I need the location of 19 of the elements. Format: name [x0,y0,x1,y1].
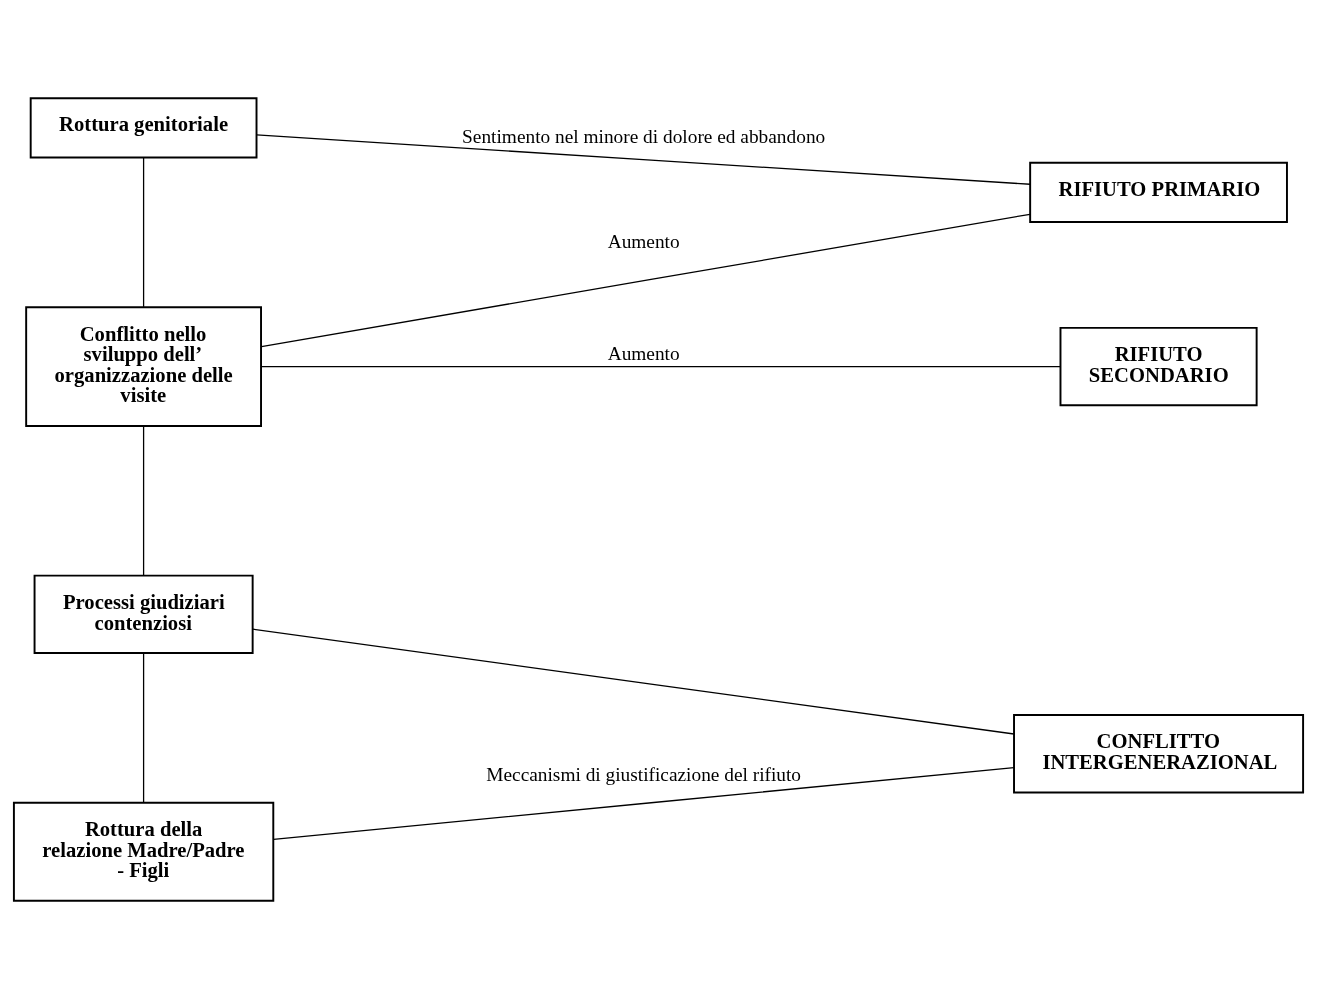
edge-label: Aumento [607,343,680,365]
node-box: Rottura della relazione Madre/Padre - Figli [12,801,275,902]
connector [252,628,1015,735]
node-box: RIFIUTO SECONDARIO [1059,326,1258,407]
node-box: Processi giudiziari contenziosi [33,574,254,655]
connector [255,134,1031,185]
node-box: Rottura genitoriale [29,97,258,159]
edge-label: Sentimento nel minore di dolore ed abbandono [462,126,826,148]
connector [273,766,1015,840]
edge-label: Aumento [607,230,680,252]
node-box: Conflitto nello sviluppo dell’ organizzazione delle visite [25,306,262,427]
connector [142,156,145,308]
node-box: RIFIUTO PRIMARIO [1029,161,1288,223]
node-box: CONFLITTO INTERGENERAZIONAL [1013,714,1305,794]
connector [260,365,1061,368]
connector [260,213,1031,348]
edge-label: Meccanismi di giustificazione del rifiuto [486,763,802,785]
connector [142,425,145,577]
connector [142,652,145,804]
